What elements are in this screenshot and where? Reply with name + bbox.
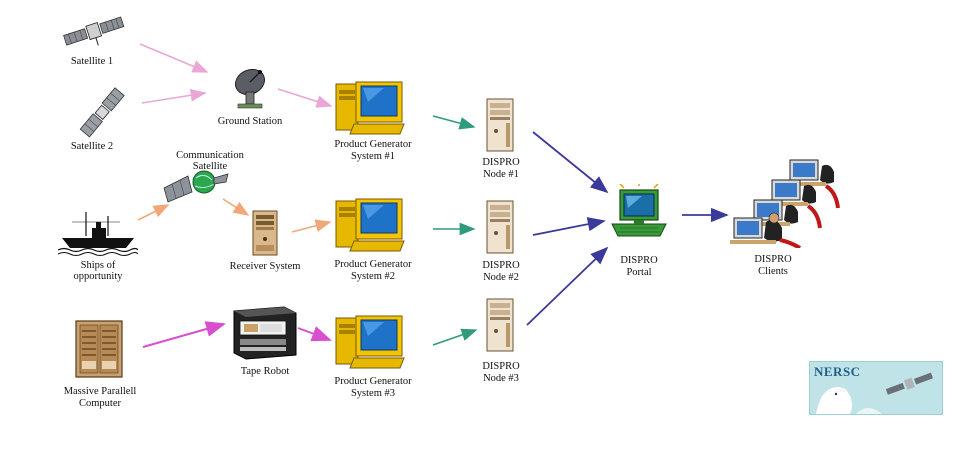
arrow-commsat-receiver [222, 198, 250, 216]
polar-bear-icon [816, 372, 933, 414]
satellite-2-icon [78, 84, 128, 142]
tape-robot-label: Tape Robot [240, 366, 290, 377]
arrow-node1-portal [532, 131, 609, 194]
globe-icon [192, 170, 216, 194]
arrow-ship-commsat [137, 204, 170, 221]
node1-label-2: Node #1 [483, 169, 519, 180]
node3-label-1: DISPRO [482, 361, 520, 372]
nersc-logo-text: NERSC [814, 364, 861, 379]
arrow-tape-pgs3 [297, 326, 332, 342]
arrow-sat2-ground [141, 88, 207, 104]
computer-workstation-icon-1 [334, 78, 408, 138]
comm-satellite-label-1: Communication [176, 150, 244, 161]
portal-computer-icon [606, 184, 672, 246]
arrow-receiver-pgs2 [291, 219, 332, 233]
pgs3-label-1: Product Generator [334, 376, 412, 387]
pgs1-label-2: System #1 [350, 151, 396, 162]
pgs2-label-2: System #2 [350, 271, 396, 282]
ship-icon [58, 208, 138, 256]
pgs2-label-1: Product Generator [334, 259, 412, 270]
receiver-system-label: Receiver System [229, 261, 301, 272]
node2-label-2: Node #2 [483, 272, 519, 283]
parallel-computer-icon [74, 319, 126, 381]
arrow-mpc-tape [142, 321, 226, 348]
ships-label-2: opportunity [73, 271, 123, 282]
arrow-pgs1-node1 [432, 115, 476, 130]
arrow-node2-portal [532, 217, 606, 236]
dispro-node-3-icon [484, 297, 518, 355]
node2-label-1: DISPRO [482, 260, 520, 271]
clients-label-1: DISPRO [754, 254, 792, 265]
nersc-logo: NERSC [809, 361, 943, 415]
tape-robot-icon [230, 303, 300, 361]
ships-label-1: Ships of [80, 260, 116, 271]
node3-label-2: Node #3 [483, 373, 519, 384]
pgs3-label-2: System #3 [350, 388, 396, 399]
satellite-dish-icon [226, 66, 272, 110]
pgs1-label-1: Product Generator [334, 139, 412, 150]
portal-label-1: DISPRO [620, 255, 658, 266]
dispro-node-2-icon [484, 199, 518, 257]
arrow-sat1-ground [139, 43, 209, 73]
arrow-ground-pgs1 [277, 88, 333, 108]
parallel-computer-label-1: Massive Parallell [63, 386, 137, 397]
arrow-node3-portal [526, 246, 609, 326]
server-tower-icon [251, 209, 281, 259]
ground-station-label: Ground Station [217, 116, 283, 127]
communication-satellite-icon [162, 168, 230, 204]
satellite-2-label: Satellite 2 [70, 141, 114, 152]
computer-workstation-icon-2 [334, 195, 408, 255]
comm-satellite-label-2: Satellite [192, 161, 228, 172]
node1-label-1: DISPRO [482, 157, 520, 168]
clients-label-2: Clients [758, 266, 788, 277]
portal-label-2: Portal [626, 267, 652, 278]
computer-workstation-icon-3 [334, 312, 408, 372]
satellite-1-icon [62, 12, 126, 52]
satellite-1-label: Satellite 1 [70, 56, 114, 67]
dispro-node-1-icon [484, 97, 518, 155]
client-users-icon [730, 156, 846, 248]
arrow-pgs3-node3 [432, 328, 478, 346]
parallel-computer-label-2: Computer [79, 398, 121, 409]
